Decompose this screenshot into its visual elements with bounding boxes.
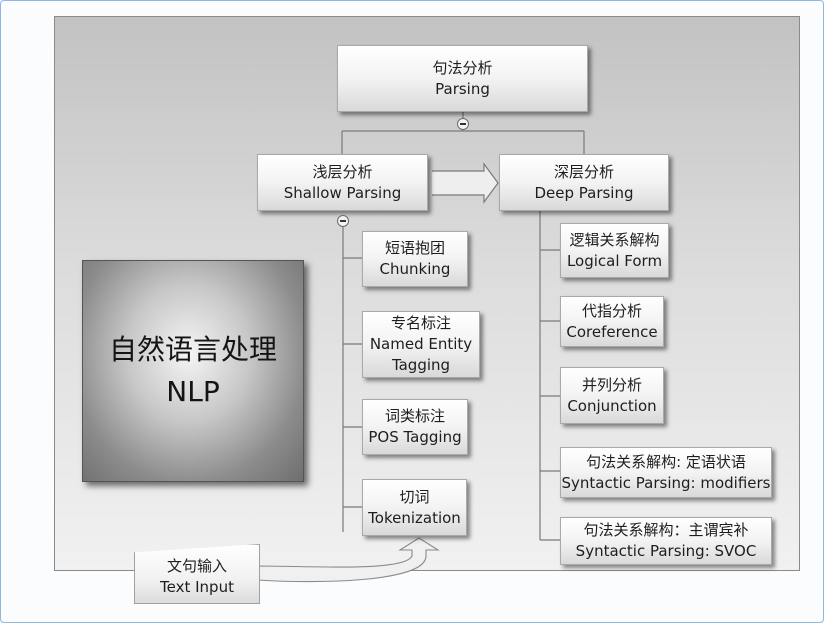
node-parsing-en: Parsing [435, 79, 490, 98]
node-tok-zh: 切词 [399, 487, 430, 506]
node-pos-tagging: 词类标注 POS Tagging [362, 399, 468, 455]
node-logical-en: Logical Form [566, 251, 663, 270]
node-tokenization: 切词 Tokenization [362, 479, 467, 536]
node-syntactic-svoc: 句法关系解构：主谓宾补 Syntactic Parsing: SVOC [560, 517, 772, 565]
node-coref-zh: 代指分析 [581, 301, 642, 320]
node-logical-form: 逻辑关系解构 Logical Form [560, 223, 669, 278]
node-shallow-parsing: 浅层分析 Shallow Parsing [257, 154, 428, 211]
nlp-box: 自然语言处理 NLP [82, 260, 304, 482]
nlp-title-en: NLP [166, 375, 220, 408]
node-tok-en: Tokenization [368, 508, 461, 527]
node-pos-en: POS Tagging [368, 428, 462, 446]
node-conj-zh: 并列分析 [581, 375, 642, 394]
node-text-input: 文句输入 Text Input [134, 544, 260, 604]
node-chunking-en: Chunking [379, 260, 451, 278]
curved-arrow-icon [257, 537, 440, 583]
node-coreference: 代指分析 Coreference [560, 296, 664, 347]
node-deep-zh: 深层分析 [553, 162, 614, 181]
text-input-en: Text Input [160, 578, 234, 596]
node-logical-zh: 逻辑关系解构 [569, 230, 660, 249]
node-parsing: 句法分析 Parsing [337, 45, 588, 112]
node-deep-en: Deep Parsing [534, 183, 634, 202]
node-conj-en: Conjunction [567, 396, 657, 415]
nlp-title-zh: 自然语言处理 [108, 333, 277, 366]
text-input-zh: 文句输入 [166, 557, 227, 575]
node-deep-parsing: 深层分析 Deep Parsing [499, 154, 669, 211]
node-named-entity: 专名标注 Named Entity Tagging [362, 311, 480, 378]
node-conjunction: 并列分析 Conjunction [560, 367, 664, 424]
node-ner-en2: Tagging [391, 356, 451, 374]
node-shallow-en: Shallow Parsing [283, 183, 402, 202]
node-syntactic-modifiers: 句法关系解构: 定语状语 Syntactic Parsing: modifier… [560, 447, 772, 498]
node-parsing-zh: 句法分析 [432, 58, 493, 77]
node-ner-en: Named Entity [369, 335, 473, 353]
node-shallow-zh: 浅层分析 [312, 162, 373, 181]
node-pos-zh: 词类标注 [384, 407, 445, 425]
node-chunking-zh: 短语抱团 [384, 239, 445, 257]
node-coref-en: Coreference [566, 322, 658, 341]
node-svoc-en: Syntactic Parsing: SVOC [575, 542, 757, 560]
collapse-icon[interactable] [337, 215, 349, 227]
node-mod-zh: 句法关系解构: 定语状语 [586, 452, 746, 471]
node-svoc-zh: 句法关系解构：主谓宾补 [583, 521, 749, 539]
node-chunking: 短语抱团 Chunking [362, 231, 468, 287]
collapse-icon[interactable] [457, 118, 469, 130]
node-ner-zh: 专名标注 [390, 314, 451, 332]
node-mod-en: Syntactic Parsing: modifiers [561, 473, 771, 492]
arrow-right-icon [432, 162, 499, 204]
